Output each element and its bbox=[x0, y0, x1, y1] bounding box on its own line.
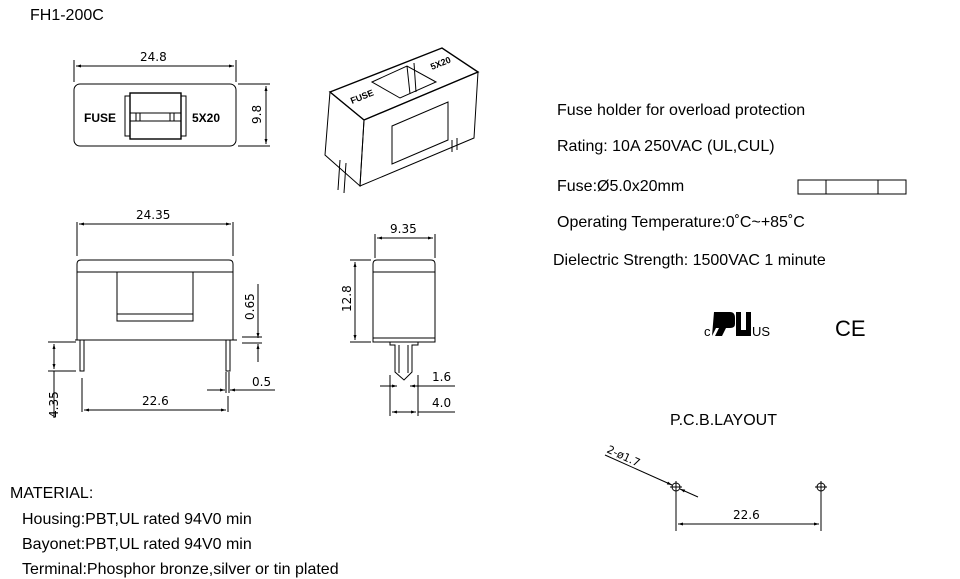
dim-4-0: 4.0 bbox=[432, 396, 451, 410]
svg-text:US: US bbox=[752, 324, 770, 339]
hole-diameter-label: 2-ø1.7 bbox=[605, 443, 642, 470]
isometric-view: FUSE 5X20 bbox=[324, 47, 480, 194]
material-item: Housing:PBT,UL rated 94V0 min bbox=[22, 511, 252, 528]
top-view: FUSE 5X20 24.8 9.8 bbox=[73, 50, 270, 147]
spec-line: Fuse:Ø5.0x20mm bbox=[557, 178, 684, 195]
dim-9-8: 9.8 bbox=[250, 105, 264, 124]
size-mark: 5X20 bbox=[192, 111, 220, 125]
front-view: 24.35 0.65 0.5 22.6 4.35 bbox=[47, 208, 275, 418]
material-title: MATERIAL: bbox=[10, 485, 93, 502]
material-item: Terminal:Phosphor bronze,silver or tin p… bbox=[22, 561, 339, 578]
spec-line: Operating Temperature:0˚C~+85˚C bbox=[557, 214, 805, 231]
dim-24-35: 24.35 bbox=[136, 208, 170, 222]
svg-text:FUSE: FUSE bbox=[349, 88, 375, 106]
spec-list: Fuse holder for overload protection Rati… bbox=[553, 102, 826, 269]
side-view: 9.35 12.8 1.6 4.0 bbox=[340, 222, 455, 416]
spec-line: Fuse holder for overload protection bbox=[557, 102, 805, 119]
ce-mark: CE bbox=[835, 316, 866, 341]
fuse-icon bbox=[797, 179, 907, 195]
pcb-layout-title: P.C.B.LAYOUT bbox=[670, 412, 777, 429]
dim-0-5: 0.5 bbox=[252, 375, 271, 389]
material-list: MATERIAL: Housing:PBT,UL rated 94V0 min … bbox=[10, 485, 339, 578]
dim-24-8: 24.8 bbox=[140, 50, 167, 64]
dim-22-6: 22.6 bbox=[142, 394, 169, 408]
svg-text:5X20: 5X20 bbox=[429, 55, 452, 72]
dim-1-6: 1.6 bbox=[432, 370, 451, 384]
dim-12-8: 12.8 bbox=[340, 285, 354, 312]
dim-4-35: 4.35 bbox=[47, 391, 61, 418]
part-number-title: FH1-200C bbox=[30, 7, 104, 24]
spec-line: Rating: 10A 250VAC (UL,CUL) bbox=[557, 138, 775, 155]
pcb-pitch-dim: 22.6 bbox=[733, 508, 760, 522]
svg-text:c: c bbox=[704, 324, 711, 339]
dim-0-65: 0.65 bbox=[243, 293, 257, 320]
dim-9-35: 9.35 bbox=[390, 222, 417, 236]
spec-line: Dielectric Strength: 1500VAC 1 minute bbox=[553, 252, 826, 269]
material-item: Bayonet:PBT,UL rated 94V0 min bbox=[22, 536, 252, 553]
ul-logo: c US bbox=[704, 312, 770, 339]
fuse-mark: FUSE bbox=[84, 111, 116, 125]
pcb-layout: P.C.B.LAYOUT 2-ø1.7 22.6 bbox=[605, 412, 827, 531]
